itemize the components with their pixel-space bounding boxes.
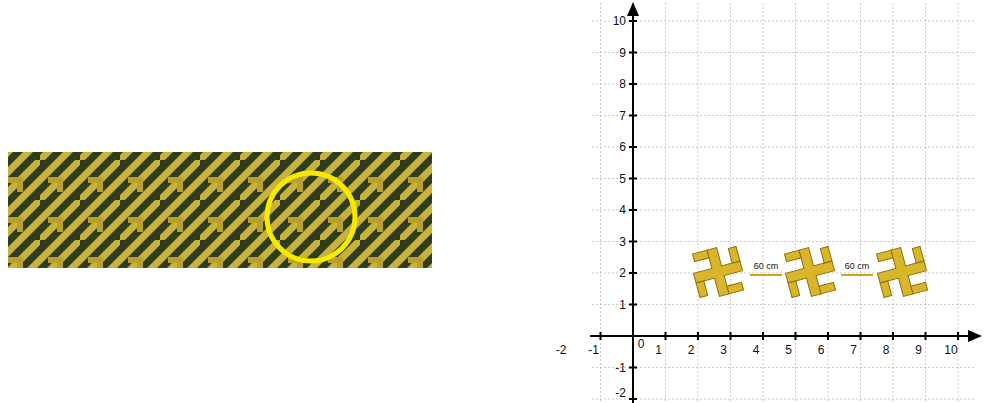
highlight-circle [267, 173, 355, 261]
dimension-label: 60 cm [844, 262, 871, 271]
axis-arrow [968, 330, 982, 342]
y-axis-number: 4 [619, 204, 626, 216]
x-axis-number: 6 [818, 344, 825, 356]
x-axis-number: 4 [753, 344, 760, 356]
x-axis-number: 10 [944, 344, 957, 356]
x-axis-number: 9 [915, 344, 922, 356]
y-axis-number: 10 [613, 15, 626, 27]
y-axis-number: 6 [619, 141, 626, 153]
x-axis-number: 5 [785, 344, 792, 356]
dimension-label: 60 cm [753, 262, 780, 271]
maze-pattern [8, 152, 432, 268]
symbol-figure [873, 243, 932, 302]
y-axis-number: 7 [619, 110, 626, 122]
y-axis-number: 3 [619, 236, 626, 248]
y-axis-number: -1 [615, 362, 626, 374]
x-axis-number: 2 [688, 344, 695, 356]
x-axis-number: 8 [883, 344, 890, 356]
symbol-figure [781, 243, 840, 302]
y-axis-number: 1 [619, 299, 626, 311]
x-axis-number: 1 [655, 344, 662, 356]
distance-line [750, 274, 782, 276]
y-axis-number: 9 [619, 47, 626, 59]
y-axis-number: -2 [615, 387, 626, 399]
distance-line [841, 274, 873, 276]
y-axis-number: 8 [619, 78, 626, 90]
origin-label: 0 [638, 338, 645, 350]
grid [592, 3, 975, 403]
x-axis-number: 3 [720, 344, 727, 356]
ticks [601, 21, 959, 399]
x-axis-number: -2 [556, 344, 567, 356]
y-axis-number: 5 [619, 173, 626, 185]
axes [590, 12, 972, 403]
x-axis-number: 7 [850, 344, 857, 356]
axis-arrow [627, 2, 639, 16]
y-axis-number: 2 [619, 267, 626, 279]
x-axis-number: -1 [588, 344, 599, 356]
symbol-figure [689, 243, 748, 302]
